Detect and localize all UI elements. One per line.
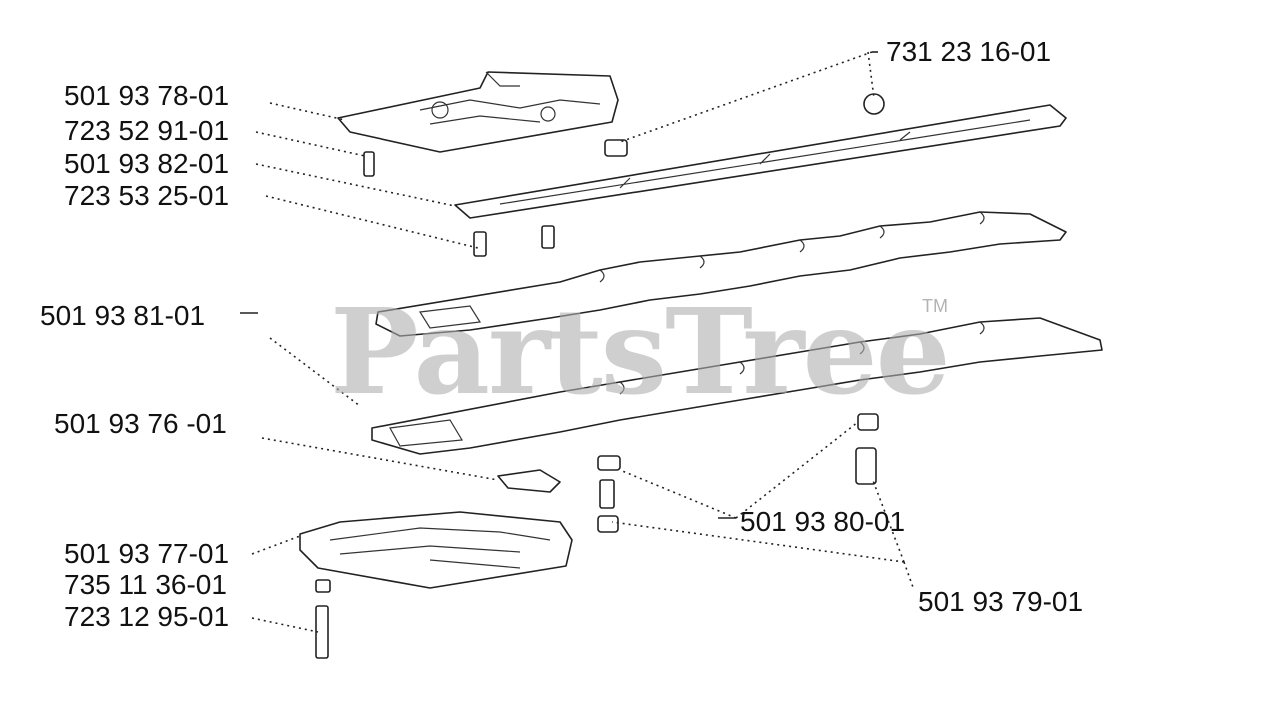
small-plate-part (497, 469, 561, 493)
part-label-723-53-25-01[interactable]: 723 53 25-01 (64, 180, 230, 211)
part-label-731-23-16-01[interactable]: 731 23 16-01 (886, 36, 1052, 67)
part-label-723-12-95-01[interactable]: 723 12 95-01 (64, 601, 230, 632)
part-label-501-93-78-01[interactable]: 501 93 78-01 (64, 80, 230, 111)
part-label-501-93-81-01[interactable]: 501 93 81-01 (40, 300, 206, 331)
bottom-cover-part (299, 511, 573, 589)
part-label-735-11-36-01[interactable]: 735 11 36-01 (64, 569, 227, 600)
part-label-723-52-91-01[interactable]: 723 52 91-01 (64, 115, 230, 146)
hardware-parts (315, 93, 885, 659)
part-label-501-93-76-01[interactable]: 501 93 76 -01 (54, 408, 227, 439)
part-label-501-93-82-01[interactable]: 501 93 82-01 (64, 148, 230, 179)
top-cover-part (337, 71, 619, 153)
partstree-watermark: PartsTree (330, 282, 951, 421)
part-label-501-93-77-01[interactable]: 501 93 77-01 (64, 538, 230, 569)
part-label-501-93-79-01[interactable]: 501 93 79-01 (918, 586, 1084, 617)
lower-blade-part (371, 317, 1103, 455)
upper-bar-plate-part (454, 104, 1067, 219)
upper-blade-part (375, 211, 1067, 337)
part-label-501-93-80-01[interactable]: 501 93 80-01 (740, 506, 906, 537)
leader-lines (240, 51, 915, 633)
trademark-symbol: TM (922, 296, 948, 316)
